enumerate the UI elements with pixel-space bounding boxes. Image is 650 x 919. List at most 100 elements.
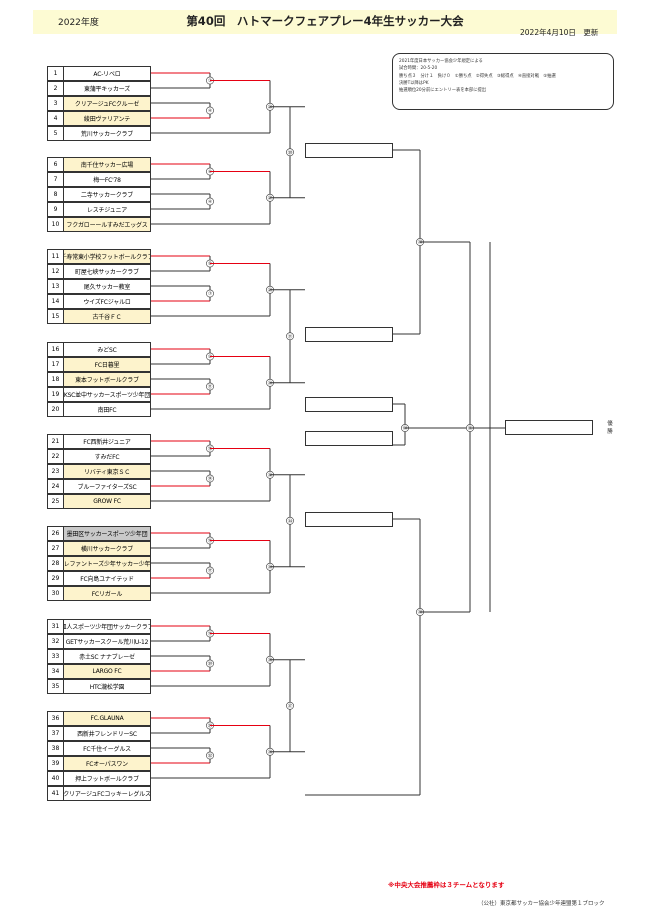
team-name: FCオーパスワン xyxy=(64,757,150,770)
match-marker xyxy=(206,566,214,575)
match-number: ㉘ xyxy=(288,149,293,156)
match-marker xyxy=(206,382,214,391)
match-number: ⑳ xyxy=(208,660,213,667)
match-number: ㉒ xyxy=(208,752,213,759)
team-number: 21 xyxy=(48,435,64,448)
updated-date: 2022年4月10日 更新 xyxy=(520,28,599,37)
team-number: 10 xyxy=(48,218,64,231)
team-number: 40 xyxy=(48,772,64,785)
team-number: 3 xyxy=(48,97,64,110)
team-name: ブルーファイターズSC xyxy=(77,484,137,491)
match-number: ㉛ xyxy=(288,333,293,340)
team-name: エレファントーズ少年サッカー少年団 xyxy=(64,557,150,570)
team-name: ウイズFCジャルロ xyxy=(83,299,131,306)
match-number: ④ xyxy=(208,199,212,205)
final-box xyxy=(505,420,593,435)
team-name: フクガローールすみだエッグス xyxy=(64,218,150,231)
team-name: LARGO FC xyxy=(64,665,150,678)
result-box xyxy=(305,143,393,158)
match-number: ⑭ xyxy=(208,475,213,482)
team-name: FC千住イーグルス xyxy=(83,746,131,753)
team-name: KSC並中サッカースポーツ少年団 xyxy=(64,392,150,399)
team-number: 23 xyxy=(48,465,64,478)
team-name: 皿人スポーツ少年団サッカークラブ xyxy=(64,624,150,631)
result-box xyxy=(305,431,393,446)
rule-line: 試合時間：20-5-20 xyxy=(399,66,438,72)
team-name: 梅一FC'78 xyxy=(93,177,121,184)
team-row: 40 押上フットボールクラブ xyxy=(47,771,151,786)
team-number: 39 xyxy=(48,757,64,770)
team-number: 14 xyxy=(48,295,64,308)
team-name: すみだFC xyxy=(94,454,120,461)
match-marker xyxy=(286,701,294,710)
result-box xyxy=(305,512,393,527)
team-number: 29 xyxy=(48,572,64,585)
team-name: HTC瀧松学園 xyxy=(89,684,125,691)
team-number: 38 xyxy=(48,742,64,755)
team-number: 32 xyxy=(48,635,64,648)
team-name: 東蒲平キッカーズ xyxy=(83,86,131,93)
team-number: 6 xyxy=(48,158,64,171)
team-name: 東本フットボールクラブ xyxy=(64,373,150,386)
match-number: ㊲ xyxy=(288,702,293,709)
team-number: 11 xyxy=(48,250,64,263)
match-marker xyxy=(206,197,214,206)
page-title: 第40回 ハトマークフェアプレー4年生サッカー大会 xyxy=(186,14,464,28)
match-marker xyxy=(206,751,214,760)
match-marker xyxy=(206,474,214,483)
team-number: 13 xyxy=(48,280,64,293)
match-number: ㉞ xyxy=(288,517,293,524)
team-name: GETサッカースクール荒川U-12 xyxy=(65,639,149,646)
team-number: 26 xyxy=(48,527,64,540)
footer: （公社）東京都サッカー協会少年連盟第１ブロック xyxy=(478,901,605,907)
team-name: 押上フットボールクラブ xyxy=(75,776,139,783)
team-name: GROW FC xyxy=(64,495,150,508)
rule-line: 2021年度日本サッカー協会少年規定による xyxy=(399,59,483,64)
team-row: 28エレファントーズ少年サッカー少年団 xyxy=(47,556,151,571)
team-name: 横川サッカークラブ xyxy=(64,542,150,555)
match-number: ⑩ xyxy=(208,354,212,360)
team-number: 27 xyxy=(48,542,64,555)
team-name: 西新井フレンドリーSC xyxy=(77,731,137,738)
final-label: 優勝 xyxy=(607,421,613,435)
match-marker xyxy=(286,516,294,525)
team-number: 16 xyxy=(48,343,64,356)
rule-line: 抽選順位20分前にエントリー表を本部に提出 xyxy=(399,88,487,94)
team-number: 30 xyxy=(48,587,64,600)
team-number: 19 xyxy=(48,388,64,401)
match-number: ⑪ xyxy=(208,383,213,390)
team-name: AC-リベロ xyxy=(93,71,121,78)
team-number: 8 xyxy=(48,188,64,201)
team-number: 18 xyxy=(48,373,64,386)
result-box xyxy=(305,327,393,342)
team-name: 南田FC xyxy=(97,407,117,414)
team-name: 二寺サッカークラブ xyxy=(80,192,134,199)
team-name: 町屋七峡サッカークラブ xyxy=(75,269,139,276)
team-name: レスチジュニア xyxy=(86,207,128,214)
team-number: 12 xyxy=(48,265,64,278)
team-name: FC日暮里 xyxy=(64,358,150,371)
match-marker xyxy=(206,106,214,115)
team-number: 17 xyxy=(48,358,64,371)
